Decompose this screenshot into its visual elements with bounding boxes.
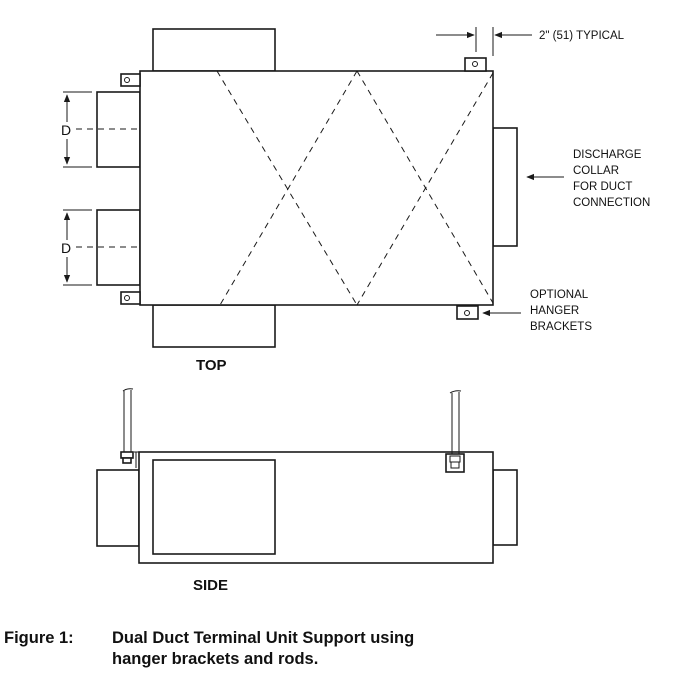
dimension-d-lower: D (61, 209, 140, 286)
bottom-collar (152, 304, 276, 348)
caption-line-1: Dual Duct Terminal Unit Support using (112, 629, 415, 647)
hanger-bracket-bottom-right (456, 305, 479, 320)
side-view-label: SIDE (193, 577, 228, 594)
hidden-line (356, 70, 494, 304)
hanger-rod-left (120, 388, 139, 468)
svg-text:COLLAR: COLLAR (573, 165, 619, 177)
hanger-rod-right (445, 390, 465, 473)
unit-casing-top (139, 70, 494, 306)
svg-text:CONNECTION: CONNECTION (573, 197, 650, 209)
caption-line-2: hanger brackets and rods. (112, 650, 319, 668)
svg-text:HANGER: HANGER (530, 305, 579, 317)
dimension-d-label: D (61, 122, 71, 138)
dimension-d-label: D (61, 240, 71, 256)
side-hanger-bracket (445, 453, 465, 473)
figure-number: Figure 1: (4, 629, 74, 647)
discharge-collar (492, 127, 518, 247)
top-view: D D 2" (51) TYPICAL DISCHARGE COLLAR FOR… (61, 27, 650, 374)
svg-text:DISCHARGE: DISCHARGE (573, 149, 642, 161)
access-panel (152, 459, 276, 555)
side-inlet-collar (96, 469, 140, 547)
svg-text:BRACKETS: BRACKETS (530, 321, 592, 333)
hanger-bracket-bottom-left (120, 291, 141, 305)
hidden-line (356, 72, 494, 306)
hanger-bracket-top-left (120, 73, 141, 87)
hidden-line (219, 70, 358, 306)
top-collar (152, 28, 276, 72)
svg-text:OPTIONAL: OPTIONAL (530, 289, 589, 301)
svg-text:FOR DUCT: FOR DUCT (573, 181, 632, 193)
top-view-label: TOP (196, 357, 227, 374)
bracket-spacing-label: 2" (51) TYPICAL (539, 30, 625, 42)
hanger-bracket-callout: OPTIONAL HANGER BRACKETS (482, 289, 592, 333)
discharge-collar-callout: DISCHARGE COLLAR FOR DUCT CONNECTION (526, 149, 650, 209)
side-view: SIDE (96, 388, 518, 594)
side-discharge-collar (492, 469, 518, 546)
hidden-line (216, 70, 358, 306)
bracket-spacing-dimension: 2" (51) TYPICAL (436, 27, 625, 56)
hanger-bracket-top-right (464, 57, 487, 72)
dimension-d-upper: D (61, 91, 140, 168)
